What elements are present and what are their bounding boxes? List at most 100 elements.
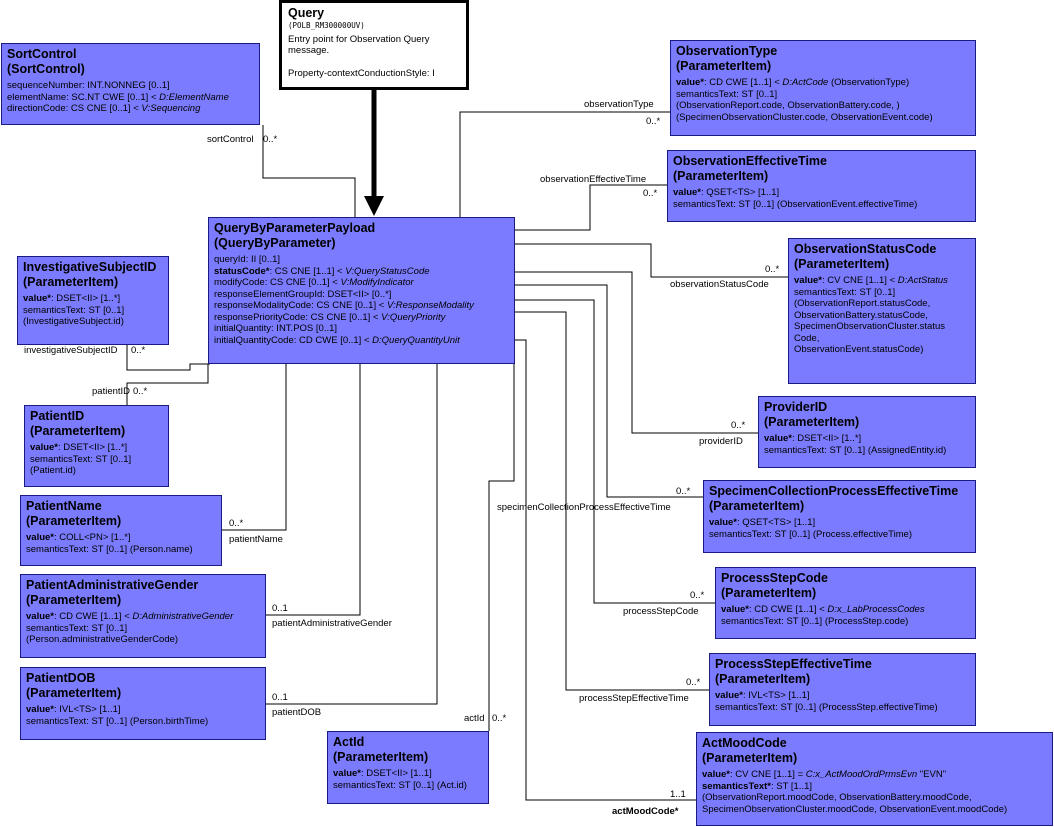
attribute-name: directionCode (7, 103, 66, 114)
attribute-type: (InvestigativeSubject.id) (23, 316, 124, 327)
attribute-name: semanticsText (794, 286, 855, 298)
attribute-line: value*: CD CWE [1..1] < D:x_LabProcessCo… (721, 604, 970, 616)
class-patient-name[interactable]: PatientName(ParameterItem)value*: COLL<P… (20, 495, 222, 566)
class-observation-type[interactable]: ObservationType(ParameterItem)value*: CD… (670, 40, 976, 136)
attribute-line: value*: DSET<II> [1..*] (30, 442, 163, 454)
attribute-name: value* (26, 704, 54, 715)
attribute-vocabulary: D:QueryQuantityUnit (372, 334, 460, 346)
attribute-line: semanticsText: ST [0..1] (ObservationEve… (673, 199, 970, 211)
attribute-list: value*: CD CWE [1..1] < D:x_LabProcessCo… (721, 604, 970, 627)
class-title: PatientID (30, 409, 85, 423)
class-subtitle: (ParameterItem) (709, 499, 805, 513)
attribute-name: value* (702, 769, 730, 780)
attribute-line: Code, (794, 333, 970, 345)
attribute-name: value* (26, 611, 54, 622)
attribute-name: semanticsText (715, 701, 776, 713)
connector-act-id (488, 364, 515, 731)
attribute-type: (ObservationReport.statusCode, (794, 298, 931, 309)
attribute-type: : ST [0..1] (ObservationEvent.effectiveT… (733, 198, 918, 210)
attribute-line: semanticsText: ST [0..1] (30, 454, 163, 466)
attribute-type: : DSET<II> [1..*] (51, 293, 121, 304)
class-title: ObservationStatusCode (794, 242, 937, 256)
attribute-list: sequenceNumber: INT.NONNEG [0..1]element… (7, 80, 254, 115)
attribute-line: sequenceNumber: INT.NONNEG [0..1] (7, 80, 254, 92)
attribute-name: elementName (7, 91, 67, 103)
attribute-type: : DSET<II> [1..*] (792, 433, 862, 444)
class-provider-id[interactable]: ProviderID(ParameterItem)value*: DSET<II… (758, 396, 976, 468)
class-title: PatientDOB (26, 671, 96, 685)
attribute-vocabulary: D:ElementName (159, 91, 229, 103)
attribute-name: responseElementGroupId (214, 288, 323, 300)
attribute-type: (ObservationReport.moodCode, Observation… (702, 792, 972, 803)
attribute-type: SpecimenObservationCluster.status (794, 321, 946, 332)
attribute-line: semanticsText: ST [0..1] (676, 89, 970, 101)
attribute-name: sequenceNumber (7, 80, 82, 91)
connector-sort-control (262, 125, 356, 217)
role-observation-type: observationType (584, 99, 654, 110)
class-query-by-parameter-payload[interactable]: QueryByParameterPayload(QueryByParameter… (208, 217, 515, 364)
attribute-line: value*: IVL<TS> [1..1] (26, 704, 260, 716)
attribute-type: ObservationEvent.statusCode) (794, 344, 924, 355)
class-act-id[interactable]: ActId(ParameterItem)value*: DSET<II> [1.… (327, 731, 489, 804)
attribute-type: : QSET<TS> [1..1] (701, 187, 780, 198)
attribute-line: (ObservationReport.statusCode, (794, 298, 970, 310)
connector-observation-effective-time (515, 184, 667, 231)
class-patient-dob[interactable]: PatientDOB(ParameterItem)value*: IVL<TS>… (20, 667, 266, 740)
attribute-name: value* (715, 690, 743, 701)
mult-patient-gender: 0..1 (272, 603, 288, 614)
class-act-mood-code[interactable]: ActMoodCode(ParameterItem)value*: CV CNE… (696, 732, 1053, 826)
attribute-name: responseModalityCode (214, 300, 312, 311)
attribute-line: SpecimenObservationCluster.status (794, 321, 970, 333)
attribute-type: (Person.administrativeGenderCode) (26, 634, 179, 645)
attribute-type: : INT.NONNEG [0..1] (82, 80, 170, 91)
class-subtitle: (ParameterItem) (26, 514, 122, 528)
connector-observation-type (459, 111, 670, 217)
class-process-step-code[interactable]: ProcessStepCode(ParameterItem)value*: CD… (715, 567, 976, 639)
class-process-step-effective-time[interactable]: ProcessStepEffectiveTime(ParameterItem)v… (709, 653, 976, 726)
attribute-line: ObservationEvent.statusCode) (794, 344, 970, 356)
class-patient-administrative-gender[interactable]: PatientAdministrativeGender(ParameterIte… (20, 574, 266, 658)
role-patient-gender: patientAdministrativeGender (272, 618, 392, 629)
attribute-list: value*: DSET<II> [1..*]semanticsText: ST… (764, 433, 970, 456)
attribute-line: semanticsText*: ST [1..1] (702, 781, 1047, 793)
attribute-list: value*: IVL<TS> [1..1]semanticsText: ST … (26, 704, 260, 727)
class-title: QueryByParameterPayload (214, 221, 376, 235)
mult-patient-id: 0..* (133, 386, 148, 397)
mult-process-step-code: 0..* (690, 590, 705, 601)
attribute-name: semanticsText (721, 615, 782, 627)
class-sort-control[interactable]: SortControl(SortControl)sequenceNumber: … (1, 43, 260, 125)
attribute-type: : ST [0..1] (Process.effectiveTime) (769, 528, 913, 540)
attribute-line: value*: QSET<TS> [1..1] (673, 187, 970, 199)
attribute-type: : CD CWE [1..1] < (54, 611, 133, 622)
class-observation-status-code[interactable]: ObservationStatusCode(ParameterItem)valu… (788, 238, 976, 384)
mult-observation-type: 0..* (646, 116, 661, 127)
class-patient-id[interactable]: PatientID(ParameterItem) value*: DSET<II>… (24, 405, 169, 487)
attribute-vocabulary: D:ActStatus (897, 275, 948, 286)
attribute-line: initialQuantityCode: CD CWE [0..1] < D:Q… (214, 335, 509, 347)
attribute-line: SpecimenObservationCluster.moodCode, Obs… (702, 804, 1047, 816)
class-specimen-collection-process-effective-time[interactable]: SpecimenCollectionProcessEffectiveTime(P… (703, 480, 976, 553)
attribute-type: : DSET<II> [1..*] (58, 442, 128, 453)
query-entry-point[interactable]: Query (POLB_RM300000UV) Entry point for … (279, 0, 469, 90)
class-observation-effective-time[interactable]: ObservationEffectiveTime(ParameterItem)v… (667, 150, 976, 222)
attribute-list: value*: CD CWE [1..1] < D:Administrative… (26, 611, 260, 646)
class-subtitle: (ParameterItem) (30, 424, 126, 438)
attribute-type: (Patient.id) (30, 465, 76, 476)
attribute-line: queryId: II [0..1] (214, 254, 509, 266)
class-subtitle: (ParameterItem) (676, 59, 772, 73)
class-title: PatientName (26, 499, 102, 513)
class-investigative-subject-id[interactable]: InvestigativeSubjectID(ParameterItem)val… (17, 256, 169, 345)
attribute-type: : ST [0..1] (ProcessStep.code) (781, 615, 909, 627)
attribute-line: statusCode*: CS CNE [1..1] < V:QueryStat… (214, 266, 509, 278)
attribute-line: value*: CD CWE [1..1] < D:Administrative… (26, 611, 260, 623)
class-title: ObservationEffectiveTime (673, 154, 827, 168)
attribute-name: semanticsText (30, 453, 91, 465)
attribute-type: : ST [0..1] (ProcessStep.effectiveTime) (775, 701, 938, 713)
attribute-line: value*: DSET<II> [1..*] (764, 433, 970, 445)
class-subtitle: (ParameterItem) (333, 750, 429, 764)
role-sort-control: sortControl (207, 134, 254, 145)
attribute-type: : SC.NT CWE [0..1] < (66, 91, 160, 103)
attribute-type: ObservationBattery.statusCode, (794, 309, 928, 321)
attribute-type: : IVL<TS> [1..1] (54, 704, 121, 715)
